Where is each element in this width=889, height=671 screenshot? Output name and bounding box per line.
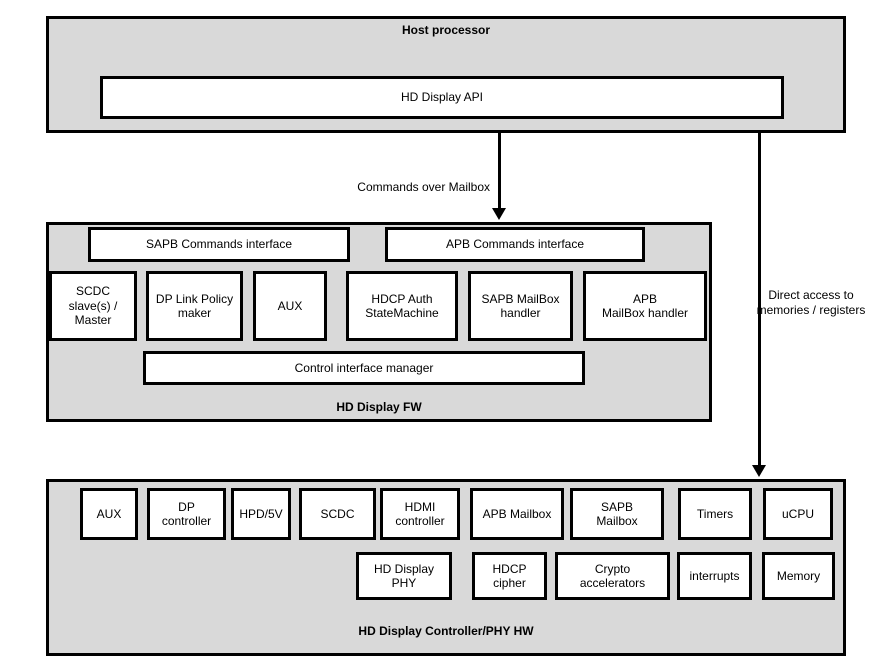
hw-block-ucpu: uCPU [763,488,833,540]
control-interface-manager-box: Control interface manager [143,351,585,385]
hw-block-aux: AUX [80,488,138,540]
hw-block-apb-mailbox: APB Mailbox [470,488,564,540]
commands-arrow-line [498,133,501,209]
hd-display-api-box: HD Display API [100,76,784,119]
fw-module-sapb-mailbox-handler: SAPB MailBox handler [468,271,573,341]
hw-block-hdmi-controller: HDMI controller [380,488,460,540]
hw-block-sapb-mailbox: SAPB Mailbox [570,488,664,540]
commands-arrow-label: Commands over Mailbox [357,180,490,194]
apb-commands-interface-box: APB Commands interface [385,227,645,262]
fw-module-scdc-slave-master: SCDC slave(s) / Master [49,271,137,341]
direct-access-arrow-label: Direct access to memories / registers [756,288,866,317]
hw-block-hpd-5v: HPD/5V [231,488,291,540]
hw-block-timers: Timers [678,488,752,540]
hd-display-controller-phy-hw-title: HD Display Controller/PHY HW [358,624,534,638]
sapb-commands-interface-box: SAPB Commands interface [88,227,350,262]
hw-block-interrupts: interrupts [677,552,752,600]
hw-block-dp-controller: DP controller [147,488,226,540]
fw-module-aux: AUX [253,271,327,341]
hw-block-hdcp-cipher: HDCP cipher [472,552,547,600]
hw-block-crypto-accelerators: Crypto accelerators [555,552,670,600]
hw-block-scdc: SCDC [299,488,376,540]
direct-access-arrow-head [752,465,766,477]
hw-block-hd-display-phy: HD Display PHY [356,552,452,600]
fw-module-hdcp-auth-statemachine: HDCP Auth StateMachine [346,271,458,341]
commands-arrow-head [492,208,506,220]
fw-module-dp-link-policy-maker: DP Link Policy maker [146,271,243,341]
hw-block-memory: Memory [762,552,835,600]
host-processor-title: Host processor [401,23,491,37]
fw-module-apb-mailbox-handler: APB MailBox handler [583,271,707,341]
direct-access-arrow-line [758,133,761,466]
hd-display-fw-title: HD Display FW [336,400,422,414]
